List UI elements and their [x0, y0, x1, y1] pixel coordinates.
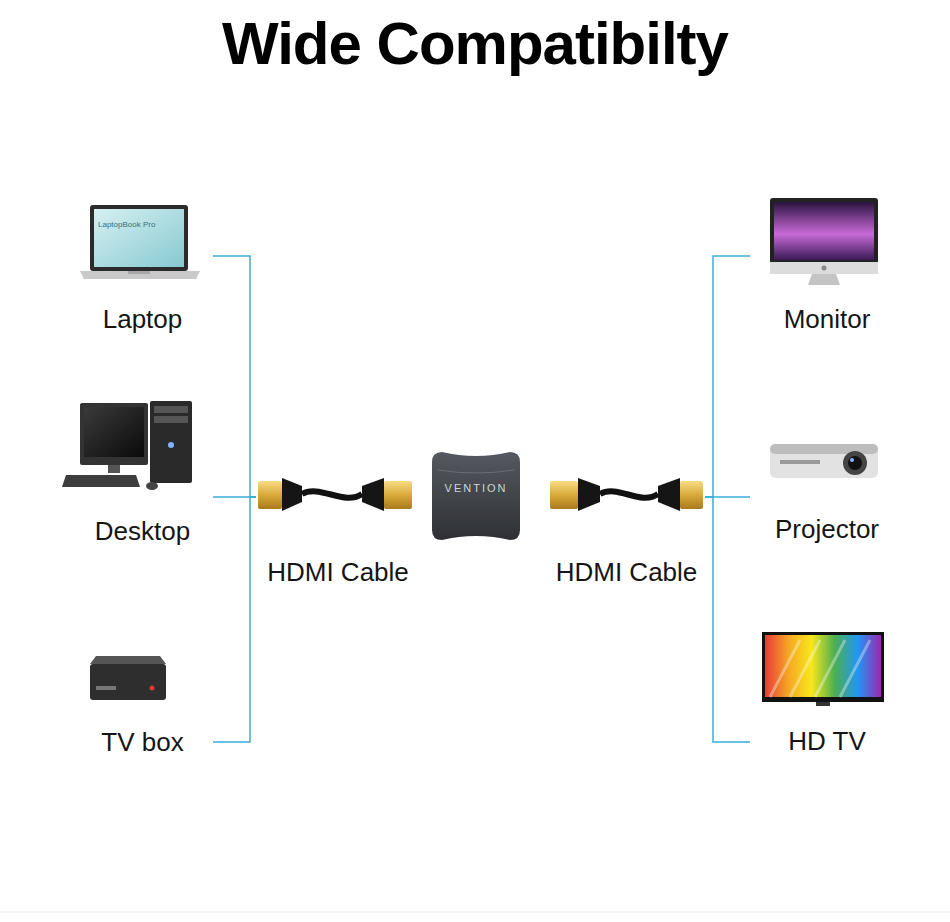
monitor-icon [770, 198, 878, 285]
screen-text: LaptopBook Pro [98, 220, 155, 230]
bracket-connector [705, 256, 750, 497]
hdmi-coupler [432, 452, 520, 540]
item-label: Projector [775, 513, 879, 545]
display-item: Monitor [750, 190, 904, 335]
item-label: HDMI Cable [267, 556, 409, 588]
projector-icon [770, 444, 878, 478]
tv-box-icon [90, 656, 166, 700]
item-label: Monitor [784, 303, 871, 335]
hd-tv-icon [762, 632, 884, 706]
display-item: Projector [750, 430, 904, 545]
bracket-connector [705, 497, 750, 742]
desktop-icon [62, 401, 192, 490]
brand-mark: VENTION [445, 481, 508, 495]
item-label: Desktop [95, 515, 190, 547]
laptop-icon [80, 205, 200, 279]
item-label: HD TV [788, 725, 866, 757]
item-label: TV box [101, 726, 183, 758]
bracket-connector [213, 256, 256, 497]
hdmi-cable-drawing [258, 478, 412, 511]
item-label: HDMI Cable [556, 556, 698, 588]
footer-rule [0, 912, 950, 913]
display-item: HD TV [750, 625, 904, 757]
hdmi-cable-drawing [550, 478, 703, 511]
page-title: Wide Compatibilty [0, 6, 950, 82]
device-item: Laptop [72, 195, 213, 335]
cable-item: HDMI Cable [548, 470, 705, 588]
device-item: TV box [72, 650, 213, 758]
cable-item: HDMI Cable [256, 470, 420, 588]
device-item: Desktop [72, 395, 213, 547]
bracket-connector [213, 497, 256, 742]
item-label: Laptop [103, 303, 183, 335]
